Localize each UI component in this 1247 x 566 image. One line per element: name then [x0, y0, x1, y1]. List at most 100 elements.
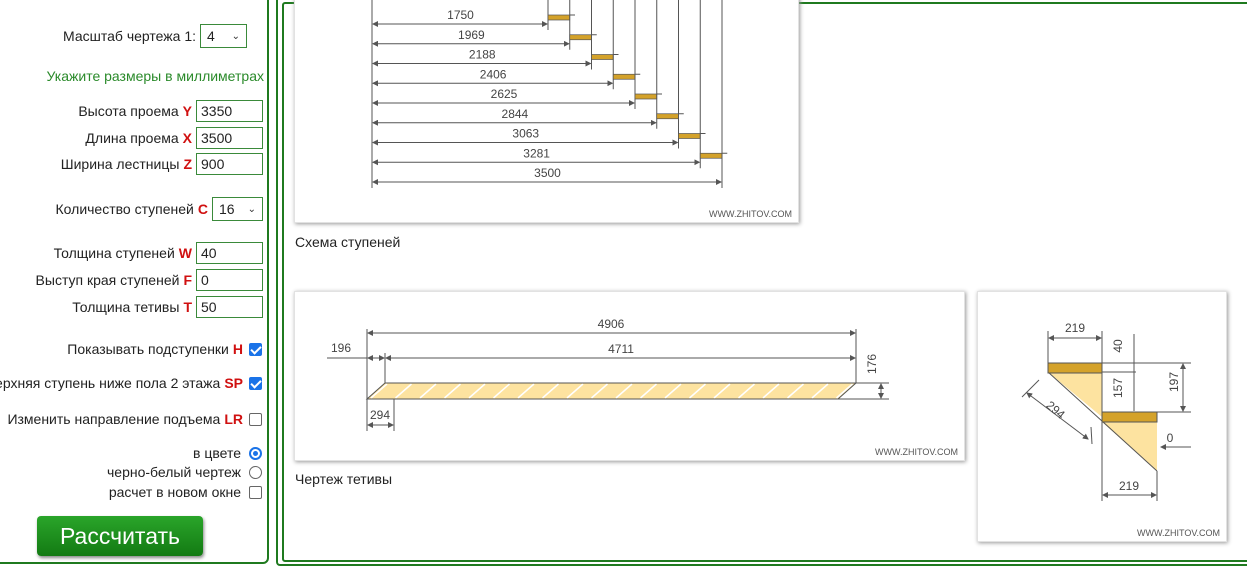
length-key: X [182, 130, 192, 146]
hatch-line [419, 383, 437, 399]
top-step-checkbox[interactable] [249, 376, 262, 390]
tread-key: W [178, 245, 192, 261]
label-offset: 196 [331, 341, 351, 355]
new-window-checkbox[interactable] [249, 485, 262, 499]
length-input[interactable] [196, 127, 263, 149]
bw-row: черно-белый чертеж [0, 464, 262, 480]
label-thickness: 176 [865, 354, 879, 374]
top-step-key: SP [224, 375, 243, 391]
label-total: 4906 [598, 317, 625, 331]
label-rise: 197 [1167, 372, 1181, 392]
tread-input[interactable] [196, 242, 263, 264]
stairs-caption: Схема ступеней [295, 234, 401, 250]
watermark: WWW.ZHITOV.COM [1137, 528, 1220, 538]
hatch-line [370, 383, 388, 399]
direction-label: Изменить направление подъема [7, 411, 221, 427]
scale-row: Масштаб чертежа 1: 4⌄ [0, 24, 247, 48]
hatch-line [664, 383, 682, 399]
label-tread: 40 [1111, 339, 1125, 353]
bw-label: черно-белый чертеж [107, 464, 241, 480]
tread-label: Толщина ступеней [53, 245, 175, 261]
step-detail-diagram: 219 40 157 197 294 0 219 WWW.ZHITOV.COM [977, 291, 1227, 542]
calculate-button[interactable]: Рассчитать [37, 516, 203, 556]
bw-radio[interactable] [249, 465, 262, 479]
stringer-input[interactable] [196, 296, 263, 318]
watermark: WWW.ZHITOV.COM [875, 447, 958, 457]
hatch-line [615, 383, 633, 399]
width-label: Ширина лестницы [60, 156, 180, 172]
height-label: Высота проема [78, 103, 179, 119]
hatch-line [395, 383, 412, 399]
tread-bottom [1101, 411, 1158, 423]
hatch-line [566, 383, 584, 399]
stringer-caption: Чертеж тетивы [295, 471, 393, 487]
tread-top [1047, 362, 1103, 374]
risers-label: Показывать подступенки [67, 341, 229, 357]
step-tread [591, 54, 614, 60]
height-key: Y [182, 103, 192, 119]
hatch-line [738, 383, 755, 399]
scale-select[interactable]: 4⌄ [200, 24, 247, 48]
overhang-key: F [183, 272, 192, 288]
overhang-input[interactable] [196, 269, 263, 291]
scale-label: Масштаб чертежа 1: [63, 28, 196, 44]
dim-label: 3063 [512, 127, 539, 141]
steps-label: Количество ступеней [55, 201, 194, 217]
hatch-line [517, 383, 535, 399]
label-hyp: 294 [1043, 398, 1068, 422]
label-overhang: 0 [1167, 431, 1174, 445]
scale-value: 4 [207, 28, 215, 44]
hatch-line [444, 383, 461, 399]
label-run-top: 219 [1065, 321, 1085, 335]
risers-key: H [232, 341, 243, 357]
hatch-line [713, 383, 731, 399]
steps-select[interactable]: 16 ⌄ [212, 197, 263, 221]
dim-label: 1969 [458, 28, 485, 42]
units-hint: Укажите размеры в миллиметрах [0, 68, 264, 84]
dim-label: 2844 [502, 107, 529, 121]
steps-value: 16 [219, 201, 235, 217]
steps-key: C [197, 201, 208, 217]
hatch-line [762, 383, 780, 399]
length-label: Длина проема [85, 130, 179, 146]
step-tread [612, 73, 636, 80]
risers-checkbox[interactable] [249, 342, 262, 356]
hatch-line [468, 383, 486, 399]
chevron-down-icon: ⌄ [231, 30, 240, 42]
height-input[interactable] [196, 100, 263, 122]
step-tread [678, 133, 701, 139]
step-tread [699, 152, 723, 159]
step-tread [547, 14, 571, 21]
watermark: WWW.ZHITOV.COM [709, 209, 792, 219]
direction-checkbox[interactable] [249, 412, 262, 426]
chevron-down-icon: ⌄ [247, 203, 256, 215]
label-inner: 4711 [608, 342, 634, 356]
step-tread [634, 93, 658, 100]
width-input[interactable] [196, 153, 263, 175]
stringer-key: T [183, 299, 192, 315]
dim-label: 1750 [447, 8, 474, 22]
label-run-bottom: 219 [1119, 479, 1139, 493]
color-radio[interactable] [249, 446, 262, 460]
new-window-label: расчет в новом окне [108, 484, 241, 500]
detail-svg: 219 40 157 197 294 0 219 [1021, 321, 1191, 501]
hatch-line [836, 383, 853, 399]
stringer-svg: 4906 4711 196 294 176 [327, 317, 889, 431]
color-row: в цвете [0, 445, 262, 461]
hatch-line [811, 383, 829, 399]
label-riser-gap: 157 [1111, 378, 1125, 398]
hatch-line [591, 383, 608, 399]
step-tread [656, 113, 679, 120]
hatch-line [640, 383, 657, 399]
units-hint-text: Укажите размеры в миллиметрах [46, 68, 264, 84]
